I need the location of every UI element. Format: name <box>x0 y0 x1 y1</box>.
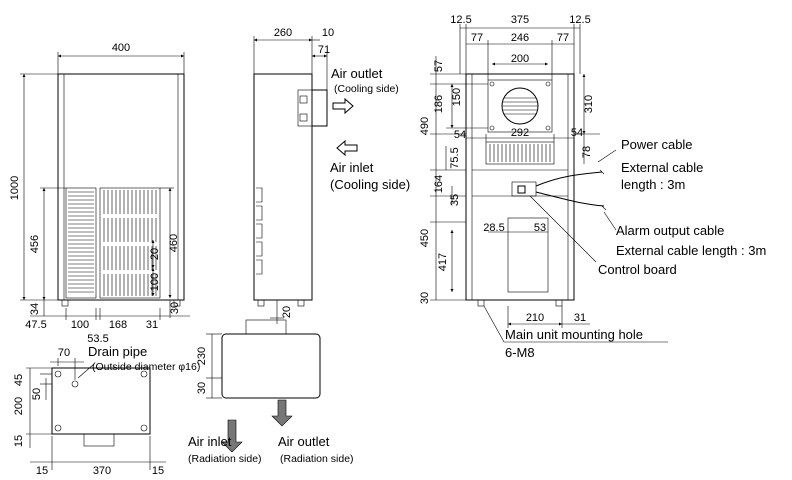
cooling-side-label-1: (Cooling side) <box>334 83 399 95</box>
air-outlet-label: Air outlet <box>331 66 383 81</box>
front-left-grille <box>65 187 97 299</box>
dim-150: 150 <box>451 88 463 106</box>
power-cable <box>535 171 603 187</box>
dim-260: 260 <box>274 27 292 39</box>
dim-292: 292 <box>511 127 529 139</box>
front-cabinet-outline <box>57 73 185 301</box>
dim-210: 210 <box>526 312 544 324</box>
dim-54-right: 54 <box>571 127 583 139</box>
dim-28-5: 28.5 <box>483 222 504 234</box>
dim-200-rear: 200 <box>511 53 529 65</box>
dim-460: 460 <box>168 234 180 252</box>
dim-200-bottom: 200 <box>13 397 25 415</box>
alarm-cable-label: Alarm output cable <box>616 223 724 238</box>
control-board-label: Control board <box>598 262 677 277</box>
dim-456: 456 <box>29 235 41 253</box>
air-outlet-radiation-label: Air outlet <box>278 434 330 449</box>
dim-front-height: 1000 <box>9 176 21 200</box>
bottom-view <box>26 358 166 470</box>
radiation-side-label-1: (Radiation side) <box>188 453 262 465</box>
dim-168: 168 <box>109 319 127 331</box>
dim-15-left: 15 <box>36 465 48 477</box>
dim-47-5: 47.5 <box>25 319 46 331</box>
dim-57: 57 <box>433 60 445 72</box>
dim-30-rear: 30 <box>419 292 431 304</box>
rear-cabinet-outline <box>465 73 575 301</box>
dim-75-5: 75.5 <box>449 147 461 168</box>
front-right-grille <box>99 187 161 299</box>
dim-375: 375 <box>511 14 529 26</box>
dim-230: 230 <box>196 347 208 365</box>
front-view <box>20 52 190 320</box>
dim-15-vertical: 15 <box>13 435 25 447</box>
rear-view <box>430 24 668 343</box>
dim-100-v: 100 <box>149 273 161 291</box>
dim-30-bottom-side: 30 <box>196 382 208 394</box>
dim-77-left: 77 <box>471 32 483 44</box>
dim-15-right: 15 <box>152 465 164 477</box>
side-outlet-hood <box>311 89 328 127</box>
air-inlet-radiation-label: Air inlet <box>188 434 232 449</box>
mounting-hole-label: Main unit mounting hole <box>505 327 643 342</box>
external-cable-label-1: External cable <box>621 160 703 175</box>
drain-pipe-label: Drain pipe <box>88 344 147 359</box>
dim-186: 186 <box>433 95 445 113</box>
air-outlet-arrow-icon <box>332 97 354 115</box>
dim-417: 417 <box>437 253 449 271</box>
dim-78: 78 <box>581 146 593 158</box>
dim-35: 35 <box>449 194 461 206</box>
radiation-side-label-2: (Radiation side) <box>280 453 354 465</box>
dim-246: 246 <box>511 32 529 44</box>
alarm-cable <box>535 191 605 207</box>
cooling-side-label-2: (Cooling side) <box>330 177 410 192</box>
control-board <box>511 181 537 197</box>
dim-370: 370 <box>93 465 111 477</box>
air-inlet-arrow-icon <box>336 139 358 157</box>
dim-12-5-left: 12.5 <box>450 14 471 26</box>
dim-53-5: 53.5 <box>87 333 108 345</box>
mounting-spec-label: 6-M8 <box>505 345 535 360</box>
bottom-plate-outline <box>51 367 151 435</box>
external-cable-label-2: length : 3m <box>621 177 685 192</box>
dim-54-left: 54 <box>454 129 466 141</box>
dim-490: 490 <box>419 117 431 135</box>
dim-30-front: 30 <box>169 302 181 314</box>
dim-71: 71 <box>318 44 330 56</box>
air-outlet-radiation-arrow-icon <box>271 399 293 427</box>
dim-31-front: 31 <box>146 319 158 331</box>
dim-164: 164 <box>433 175 445 193</box>
dim-100-h: 100 <box>71 319 89 331</box>
rear-access-panel <box>507 217 549 293</box>
dim-77-right: 77 <box>557 32 569 44</box>
power-cable-label: Power cable <box>621 137 693 152</box>
bottom-unit-outline <box>221 333 321 399</box>
external-cable-label-3: External cable length : 3m <box>616 243 766 258</box>
dim-310: 310 <box>583 95 595 113</box>
drain-diameter-label: (Outside diameter φ16) <box>92 361 200 373</box>
dim-50: 50 <box>31 388 43 400</box>
dim-front-width: 400 <box>112 42 130 54</box>
dim-450: 450 <box>419 229 431 247</box>
side-view <box>253 36 358 324</box>
dim-45: 45 <box>13 374 25 386</box>
dim-31-rear: 31 <box>574 312 586 324</box>
dim-20: 20 <box>149 248 161 260</box>
air-inlet-radiation-arrow-icon <box>221 419 243 453</box>
dim-12-5-right: 12.5 <box>569 14 590 26</box>
air-inlet-label: Air inlet <box>330 160 374 175</box>
bottom-side-view <box>206 319 321 453</box>
side-cabinet-outline <box>253 73 313 301</box>
rear-fan-panel <box>487 79 553 133</box>
dim-53: 53 <box>534 222 546 234</box>
dim-20-side: 20 <box>281 306 293 318</box>
dim-10: 10 <box>322 27 334 39</box>
dim-70: 70 <box>58 347 70 359</box>
rear-louvre <box>485 141 555 165</box>
dim-34: 34 <box>29 303 41 315</box>
